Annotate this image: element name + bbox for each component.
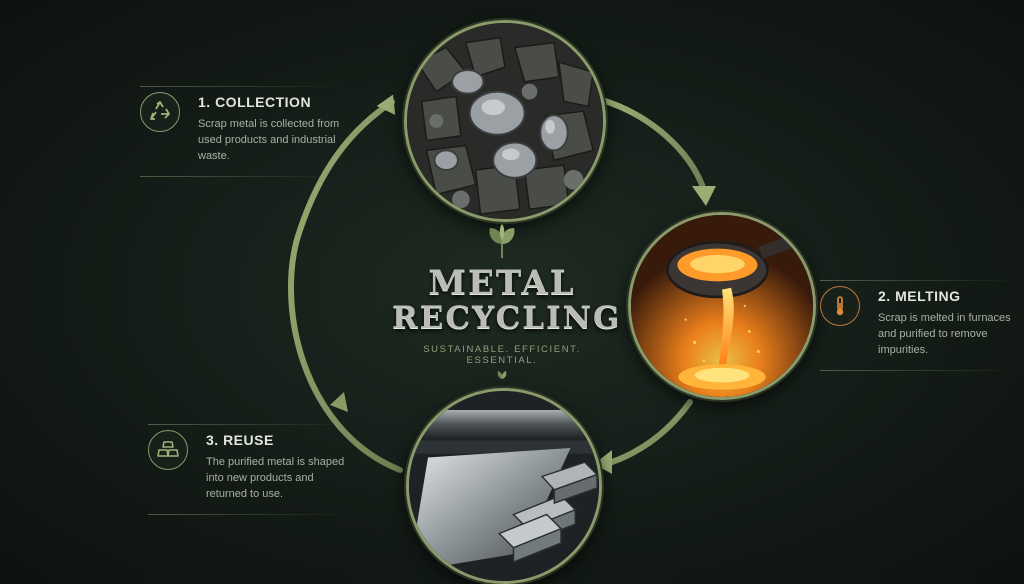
small-leaf-icon xyxy=(497,371,507,380)
arrow-melting-to-reuse xyxy=(609,399,693,465)
divider-line xyxy=(820,370,1020,371)
arrowhead-collection xyxy=(376,94,396,115)
step-heading: 2. MELTING xyxy=(878,288,961,304)
arrow-reuse-to-collection xyxy=(288,99,403,473)
arrowhead-reuse xyxy=(594,450,612,474)
arrowhead-left-mid xyxy=(330,392,348,412)
divider-line xyxy=(140,86,340,87)
divider-line xyxy=(820,280,1020,281)
center-title: METAL RECYCLING SUSTAINABLE. EFFICIENT. … xyxy=(392,222,622,380)
divider-line xyxy=(148,424,348,425)
divider-line xyxy=(148,514,348,515)
step-heading: 1. COLLECTION xyxy=(198,94,312,110)
step-description: Scrap is melted in furnaces and purified… xyxy=(878,312,1011,356)
step-description: Scrap metal is collected from used produ… xyxy=(198,118,340,162)
step-description: The purified metal is shaped into new pr… xyxy=(206,456,345,500)
recycle-icon xyxy=(140,92,180,132)
arrowhead-melting xyxy=(692,186,716,206)
leaf-emblem-icon xyxy=(489,224,515,258)
thermometer-icon xyxy=(820,286,860,326)
divider-line xyxy=(140,176,340,177)
title-line-2: RECYCLING xyxy=(392,299,622,336)
step-heading: 3. REUSE xyxy=(206,432,274,448)
molten-metal-photo xyxy=(628,212,816,400)
arrow-collection-to-melting xyxy=(599,97,707,193)
tagline: SUSTAINABLE. EFFICIENT. ESSENTIAL. xyxy=(423,344,581,367)
metal-bars-photo xyxy=(406,388,602,584)
metal-bars-icon xyxy=(148,430,188,470)
title-line-1: METAL xyxy=(428,263,576,303)
scrap-metal-photo xyxy=(404,20,606,222)
